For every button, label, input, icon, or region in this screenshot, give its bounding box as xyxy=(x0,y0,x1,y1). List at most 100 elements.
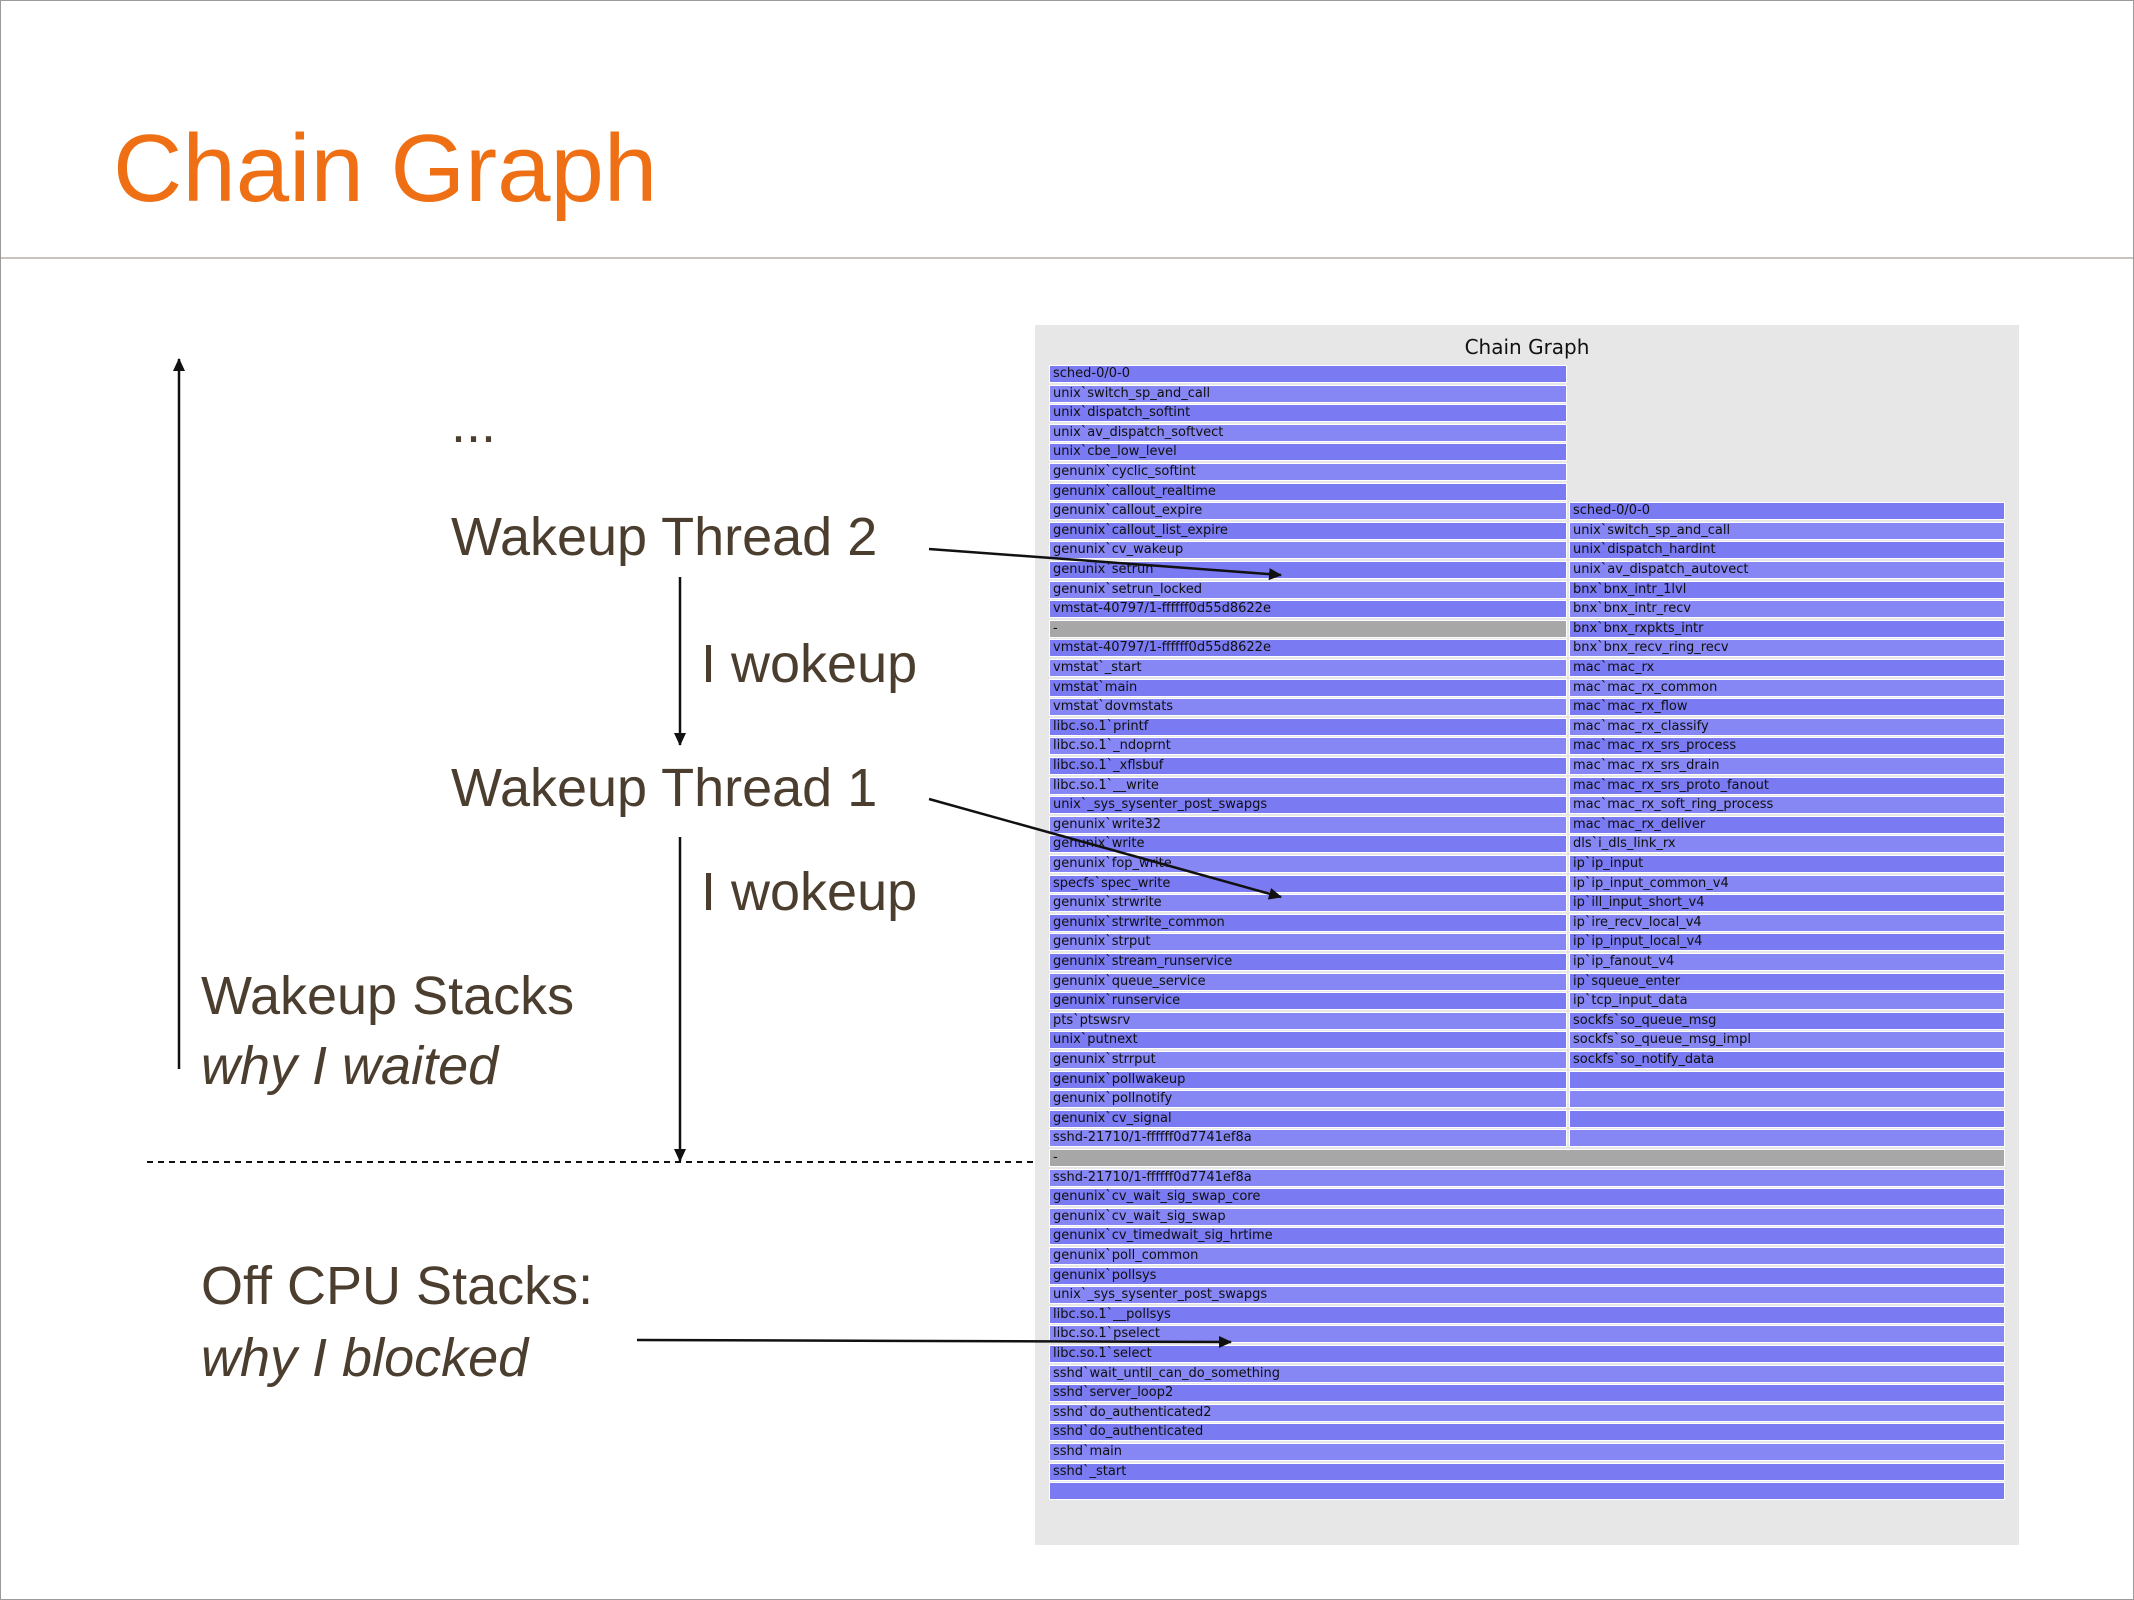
stack-frame: genunix`strput xyxy=(1049,933,1567,952)
stack-frame: unix`putnext xyxy=(1049,1031,1567,1050)
stack-frame: ip`ip_input xyxy=(1569,855,2005,873)
empty-frame xyxy=(1569,1070,2005,1089)
stack-frame: libc.so.1`_xflsbuf xyxy=(1049,757,1567,775)
stack-frame: vmstat`_start xyxy=(1049,659,1567,677)
stack-frame: sshd`_start xyxy=(1049,1462,2005,1481)
stack-frame: sched-0/0-0 xyxy=(1569,502,2005,521)
stack-frame: genunix`pollnotify xyxy=(1049,1090,1567,1109)
stack-frame: genunix`write xyxy=(1049,835,1567,854)
stack-frame: libc.so.1`select xyxy=(1049,1345,2005,1363)
stack-frame: genunix`setrun_locked xyxy=(1049,580,1567,599)
stack-frame: genunix`cv_wait_sig_swap_core xyxy=(1049,1188,2005,1207)
stack-frame: genunix`write32 xyxy=(1049,815,1567,834)
stack-frame: bnx`bnx_intr_1lvl xyxy=(1569,580,2005,599)
stack-frame: ip`ip_input_local_v4 xyxy=(1569,933,2005,952)
empty-frame xyxy=(1569,1109,2005,1128)
stack-frame: unix`dispatch_softint xyxy=(1049,404,1567,423)
stack-frame: mac`mac_rx_common xyxy=(1569,678,2005,697)
slide-title: Chain Graph xyxy=(113,115,658,222)
stack-frame: ip`ill_input_short_v4 xyxy=(1569,894,2005,913)
separator-frame: - xyxy=(1049,1149,2005,1167)
stack-frame: vmstat-40797/1-ffffff0d55d8622e xyxy=(1049,600,1567,619)
stack-frame: sockfs`so_queue_msg xyxy=(1569,1011,2005,1030)
root-frame xyxy=(1049,1482,2005,1501)
stack-frame: genunix`pollwakeup xyxy=(1049,1070,1567,1089)
stack-frame: genunix`cv_wakeup xyxy=(1049,541,1567,560)
stack-frame: sshd`main xyxy=(1049,1443,2005,1461)
stack-frame: unix`_sys_sysenter_post_swapgs xyxy=(1049,796,1567,815)
separator-frame: - xyxy=(1049,619,1567,638)
stack-frame: genunix`cv_wait_sig_swap xyxy=(1049,1207,2005,1226)
stack-frame: mac`mac_rx_srs_process xyxy=(1569,737,2005,756)
stack-frame: genunix`runservice xyxy=(1049,992,1567,1011)
stack-frame: libc.so.1`_ndoprnt xyxy=(1049,737,1567,756)
off-cpu-stacks-label: Off CPU Stacks: xyxy=(201,1256,594,1316)
wakeup-stacks-label: Wakeup Stacks xyxy=(201,966,575,1026)
stack-frame: ip`ip_fanout_v4 xyxy=(1569,953,2005,971)
why-blocked-label: why I blocked xyxy=(201,1328,529,1388)
stack-frame: mac`mac_rx_soft_ring_process xyxy=(1569,796,2005,815)
chain-graph-title: Chain Graph xyxy=(1464,335,1590,359)
i-wokeup-label-2: I wokeup xyxy=(701,862,918,922)
stack-frame: vmstat`main xyxy=(1049,678,1567,697)
stack-frame: genunix`callout_realtime xyxy=(1049,482,1567,501)
stack-frame: genunix`setrun xyxy=(1049,561,1567,579)
stack-frame: libc.so.1`printf xyxy=(1049,717,1567,736)
stack-frame: sshd`do_authenticated xyxy=(1049,1423,2005,1442)
wakeup-thread-1-label: Wakeup Thread 1 xyxy=(451,758,878,818)
stack-frame: unix`dispatch_hardint xyxy=(1569,541,2005,560)
stack-frame: mac`mac_rx_flow xyxy=(1569,698,2005,717)
stack-frame: bnx`bnx_rxpkts_intr xyxy=(1569,619,2005,638)
stack-frame: genunix`cv_timedwait_sig_hrtime xyxy=(1049,1227,2005,1246)
stack-frame: genunix`pollsys xyxy=(1049,1266,2005,1285)
stack-frame: vmstat-40797/1-ffffff0d55d8622e xyxy=(1049,639,1567,658)
stack-frame: mac`mac_rx xyxy=(1569,659,2005,677)
stack-frame: sshd`do_authenticated2 xyxy=(1049,1403,2005,1422)
stack-frame: unix`switch_sp_and_call xyxy=(1049,384,1567,403)
stack-frame: sshd-21710/1-ffffff0d7741ef8a xyxy=(1049,1129,1567,1148)
stack-frame: ip`tcp_input_data xyxy=(1569,992,2005,1011)
stack-frame: ip`ip_input_common_v4 xyxy=(1569,874,2005,893)
empty-frame xyxy=(1569,1090,2005,1109)
stack-frame: genunix`strwrite xyxy=(1049,894,1567,913)
stack-frame: pts`ptswsrv xyxy=(1049,1011,1567,1030)
why-waited-label: why I waited xyxy=(201,1036,499,1096)
stack-frame: genunix`stream_runservice xyxy=(1049,953,1567,971)
stack-frame: genunix`callout_list_expire xyxy=(1049,521,1567,540)
stack-frame: bnx`bnx_intr_recv xyxy=(1569,600,2005,619)
stack-frame: unix`av_dispatch_autovect xyxy=(1569,561,2005,579)
stack-frame: ip`ire_recv_local_v4 xyxy=(1569,913,2005,932)
stack-frame: sshd`server_loop2 xyxy=(1049,1384,2005,1403)
stack-frame: libc.so.1`pselect xyxy=(1049,1325,2005,1344)
stack-frame: genunix`callout_expire xyxy=(1049,502,1567,521)
wakeup-thread-2-label: Wakeup Thread 2 xyxy=(451,507,878,567)
stack-frame: genunix`fop_write xyxy=(1049,855,1567,873)
stack-frame: unix`cbe_low_level xyxy=(1049,443,1567,462)
stack-frame: mac`mac_rx_srs_drain xyxy=(1569,757,2005,775)
stack-frame: bnx`bnx_recv_ring_recv xyxy=(1569,639,2005,658)
ellipsis-label: ... xyxy=(451,394,497,454)
stack-frame: unix`switch_sp_and_call xyxy=(1569,521,2005,540)
stack-frame: genunix`strrput xyxy=(1049,1051,1567,1069)
stack-frame: unix`av_dispatch_softvect xyxy=(1049,423,1567,442)
stack-frame: genunix`queue_service xyxy=(1049,972,1567,991)
i-wokeup-label-1: I wokeup xyxy=(701,634,918,694)
stack-frame: sockfs`so_notify_data xyxy=(1569,1051,2005,1069)
stack-frame: genunix`cv_signal xyxy=(1049,1109,1567,1128)
stack-frame: sshd`wait_until_can_do_something xyxy=(1049,1364,2005,1383)
stack-frame: sched-0/0-0 xyxy=(1049,365,1567,383)
empty-frame xyxy=(1569,1129,2005,1148)
stack-frame: vmstat`dovmstats xyxy=(1049,698,1567,717)
stack-frame: libc.so.1`__write xyxy=(1049,776,1567,795)
stack-frame: unix`_sys_sysenter_post_swapgs xyxy=(1049,1286,2005,1305)
stack-frame: sockfs`so_queue_msg_impl xyxy=(1569,1031,2005,1050)
stack-frame: specfs`spec_write xyxy=(1049,874,1567,893)
stack-frame: mac`mac_rx_deliver xyxy=(1569,815,2005,834)
stack-frame: ip`squeue_enter xyxy=(1569,972,2005,991)
stack-frame: libc.so.1`__pollsys xyxy=(1049,1305,2005,1324)
title-divider xyxy=(1,257,2133,259)
stack-frame: mac`mac_rx_classify xyxy=(1569,717,2005,736)
stack-frame: dls`i_dls_link_rx xyxy=(1569,835,2005,854)
